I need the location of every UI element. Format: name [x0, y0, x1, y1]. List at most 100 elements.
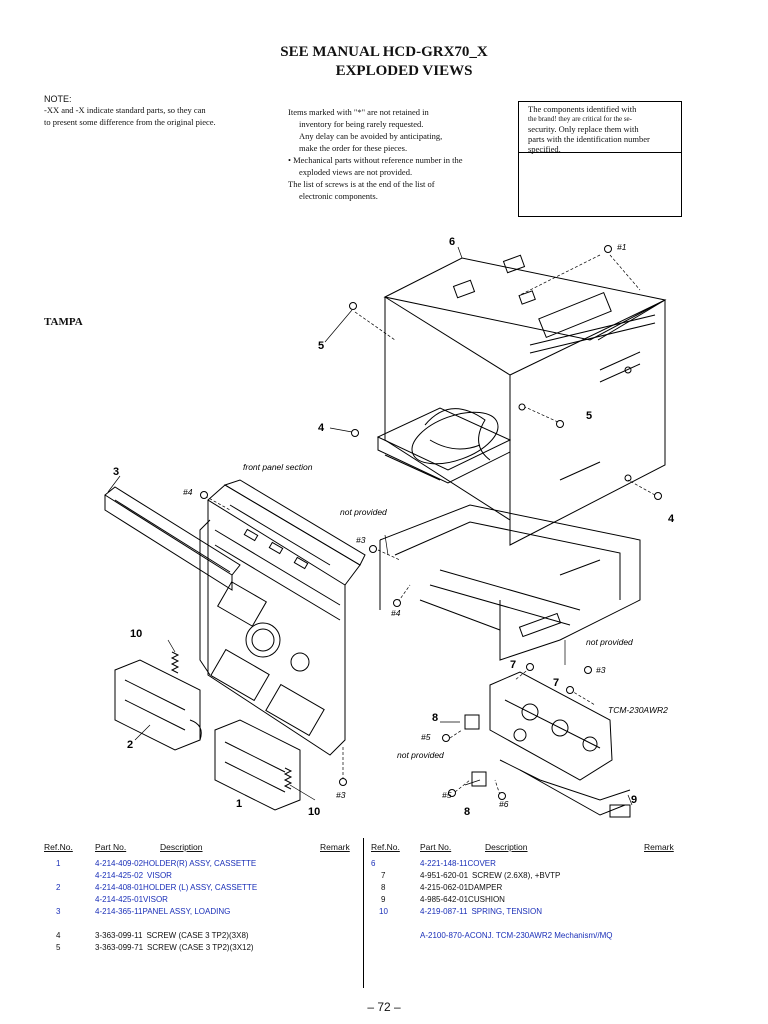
diagram-labels: front panel section not provided not pro… — [243, 462, 668, 760]
callout-6: 6 — [449, 236, 455, 248]
safety-box — [518, 101, 682, 217]
row-ref: 4 — [56, 931, 61, 940]
not-provided-label: not provided — [586, 637, 633, 647]
stock-note-line: exploded views are not provided. — [299, 167, 413, 177]
row-part: 4-214-425-02 — [95, 871, 144, 880]
table-divider — [363, 838, 364, 988]
row-part: 3-363-099-11 — [95, 931, 143, 940]
note-text: -XX and -X indicate standard parts, so t… — [44, 104, 260, 128]
lower-chassis — [379, 504, 641, 661]
screw-id: #6 — [499, 799, 509, 809]
table-row: 4-985-642-01CUSHION — [420, 895, 505, 904]
row-part: 4-985-642-01 — [420, 895, 469, 904]
table-row: 4-214-409-02HOLDER(R) ASSY, CASSETTE — [95, 859, 256, 868]
screw-id: #1 — [617, 242, 627, 252]
row-part: 3-363-099-71 — [95, 943, 144, 952]
safety-line: parts with the identification number — [528, 134, 650, 144]
screws — [200, 245, 662, 800]
page-subtitle: EXPLODED VIEWS — [335, 63, 473, 79]
row-part: 4-215-062-01 — [420, 883, 469, 892]
callout-8: 8 — [464, 806, 470, 818]
safety-line: specified. — [528, 144, 561, 154]
row-part: 4-214-425-01 — [95, 895, 144, 904]
screw-id: #5 — [442, 790, 452, 800]
row-part: 4-214-409-02 — [95, 859, 144, 868]
not-provided-label: not provided — [397, 750, 444, 760]
cassette-holder-right — [214, 719, 301, 811]
screw-id: #3 — [336, 790, 346, 800]
callout-5: 5 — [318, 340, 324, 352]
tension-spring — [170, 651, 293, 790]
row-ref: 10 — [379, 907, 388, 916]
callout-3: 3 — [113, 466, 119, 478]
front-panel — [199, 479, 366, 756]
mechanism-label: TCM-230AWR2 — [608, 705, 668, 715]
col-header-ref: Ref.No. — [371, 842, 400, 852]
row-ref: 2 — [56, 883, 61, 892]
row-ref: 7 — [381, 871, 386, 880]
row-desc: SCREW (CASE 3 TP2)(3X12) — [147, 943, 254, 952]
row-ref: 8 — [381, 883, 386, 892]
not-provided-label: not provided — [340, 507, 387, 517]
callout-7: 7 — [510, 659, 516, 671]
row-part: 4-214-365-11 — [95, 907, 143, 916]
row-desc: HOLDER (L) ASSY, CASSETTE — [143, 883, 258, 892]
row-ref: 6 — [371, 859, 376, 868]
row-desc: VISOR — [143, 895, 168, 904]
screw-id: #3 — [356, 535, 366, 545]
page-number: – 72 – — [367, 1000, 401, 1014]
table-row: 4-214-408-01HOLDER (L) ASSY, CASSETTE — [95, 883, 257, 892]
table-row: 4-214-365-11PANEL ASSY, LOADING — [95, 907, 230, 916]
callout-9: 9 — [631, 794, 637, 806]
row-desc: COVER — [467, 859, 496, 868]
safety-text: The components identified with the brand… — [528, 104, 678, 154]
page-title: SEE MANUAL HCD-GRX70_X — [280, 44, 488, 60]
row-part: 4-951-620-01 — [420, 871, 469, 880]
note-line: -XX and -X indicate standard parts, so t… — [44, 105, 206, 115]
safety-line: The components identified with — [528, 104, 637, 114]
safety-line: security. Only replace them with — [528, 124, 639, 134]
callout-7: 7 — [553, 677, 559, 689]
front-panel-label: front panel section — [243, 462, 313, 472]
table-row: 4-221-148-11COVER — [420, 859, 496, 868]
row-desc: CUSHION — [468, 895, 505, 904]
row-desc: SPRING, TENSION — [471, 907, 542, 916]
cassette-holder-left — [114, 659, 202, 751]
callout-1: 1 — [236, 798, 242, 810]
col-header-remark: Remark — [320, 842, 350, 852]
stock-note-line: make the order for these pieces. — [299, 143, 408, 153]
callout-2: 2 — [127, 739, 133, 751]
stock-note-line: electronic components. — [299, 191, 378, 201]
row-desc: SCREW (2.6X8), +BVTP — [472, 871, 561, 880]
note-label: NOTE: — [44, 94, 72, 104]
row-part: 4-214-408-01 — [95, 883, 144, 892]
screw-id: #3 — [596, 665, 606, 675]
table-row: 4-215-062-01DAMPER — [420, 883, 502, 892]
row-desc: PANEL ASSY, LOADING — [142, 907, 231, 916]
callout-10: 10 — [308, 806, 320, 818]
tape-mechanism — [464, 671, 631, 818]
row-desc: HOLDER(R) ASSY, CASSETTE — [143, 859, 257, 868]
callout-5: 5 — [586, 410, 592, 422]
cd-tray — [376, 407, 512, 484]
stock-note-line: The list of screws is at the end of the … — [288, 179, 435, 189]
leader-lines — [107, 246, 656, 806]
row-desc: VISOR — [147, 871, 172, 880]
stock-note-line: • Mechanical parts without reference num… — [288, 155, 463, 165]
cabinet-cover — [383, 254, 667, 546]
callout-4: 4 — [318, 422, 325, 434]
row-desc: DAMPER — [468, 883, 503, 892]
row-ref: 3 — [56, 907, 61, 916]
screw-id: #4 — [183, 487, 193, 497]
callout-numbers: 6 5 5 4 4 3 10 10 2 1 7 7 8 8 9 — [113, 236, 675, 818]
loading-panel — [104, 486, 241, 591]
row-part: 4-219-087-11 — [420, 907, 468, 916]
col-header-desc: Description — [485, 842, 528, 852]
row-desc: CONJ. TCM-230AWR2 Mechanism//MQ — [469, 931, 613, 940]
col-header-part: Part No. — [420, 842, 452, 852]
callout-8: 8 — [432, 712, 438, 724]
screw-ids: #1 #4 #4 #3 #3 #3 #5 #5 #6 — [183, 242, 627, 809]
